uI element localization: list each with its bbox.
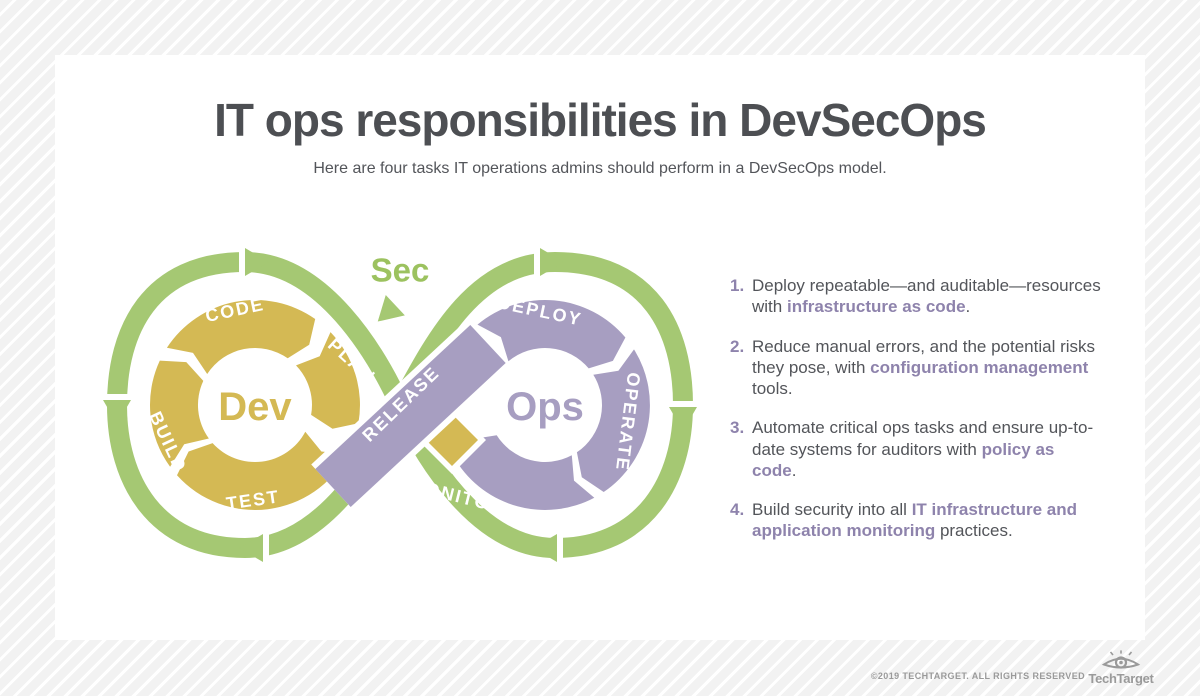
footer: ©2019 TECHTARGET. ALL RIGHTS RESERVED Te… <box>870 646 1154 686</box>
task-item: 3. Automate critical ops tasks and ensure… <box>730 417 1102 481</box>
flow-arrow-icon <box>101 394 133 424</box>
task-number: 3. <box>730 418 745 438</box>
task-text-run: . <box>791 460 797 480</box>
content-card: IT ops responsibilities in DevSecOps Her… <box>55 55 1145 640</box>
task-text: Reduce manual errors, and the potential … <box>752 336 1102 400</box>
task-item: 1. Deploy repeatable—and auditable—resour… <box>730 275 1102 318</box>
release-segment <box>315 324 506 508</box>
segment-code <box>166 299 316 374</box>
flow-arrow-icon <box>667 401 699 431</box>
task-text-run: practices. <box>935 521 1013 541</box>
task-text-run: tools. <box>752 379 793 398</box>
task-list: 1. Deploy repeatable—and auditable—resour… <box>730 275 1102 560</box>
techtarget-wordmark: TechTarget <box>1088 671 1154 686</box>
techtarget-logo: TechTarget <box>1088 650 1154 686</box>
highlight-term: policy as code <box>752 439 1055 480</box>
highlight-term: configuration management <box>870 357 1089 377</box>
segment-plan <box>296 332 360 429</box>
copyright-text: ©2019 TECHTARGET. ALL RIGHTS RESERVED <box>870 671 1085 681</box>
task-number: 1. <box>730 276 745 295</box>
flow-arrow-icon <box>239 532 269 564</box>
segment-test <box>177 431 348 511</box>
eye-icon <box>1101 650 1141 669</box>
ops-label: Ops <box>506 385 584 429</box>
segment-monitor <box>456 435 595 510</box>
task-item: 4. Build security into all IT infrastruct… <box>730 499 1102 542</box>
segment-deploy <box>477 300 626 369</box>
task-text-run: Reduce manual errors, and the potential … <box>752 336 1096 377</box>
highlight-term: infrastructure as code <box>786 297 966 317</box>
task-text-run: Build security into all <box>752 500 912 519</box>
flow-arrow-icon <box>377 289 411 322</box>
flow-arrow-icon <box>534 246 564 278</box>
flow-arrow-icon <box>239 246 269 278</box>
flow-arrow-icon <box>533 532 563 564</box>
task-text-run: . <box>965 297 971 317</box>
task-number: 2. <box>730 336 745 356</box>
page-subtitle: Here are four tasks IT operations admins… <box>313 160 887 177</box>
task-item: 2. Reduce manual errors, and the potentia… <box>730 336 1102 400</box>
page-title: IT ops responsibilities in DevSecOps <box>214 94 987 146</box>
dev-label: Dev <box>218 385 292 429</box>
task-text: Build security into all IT infrastructur… <box>752 499 1102 542</box>
sec-label: Sec <box>371 252 430 289</box>
task-text-run: Automate critical ops tasks and ensure u… <box>752 418 1094 459</box>
task-text-run: Deploy repeatable—and auditable—resource… <box>752 276 1101 317</box>
highlight-term: IT infrastructure and application monito… <box>752 500 1077 541</box>
task-text: Deploy repeatable—and auditable—resource… <box>752 275 1102 318</box>
segment-operate <box>576 349 650 492</box>
sec-loop-arrows <box>101 246 699 564</box>
task-number: 4. <box>730 500 745 519</box>
segment-build <box>149 360 209 467</box>
task-text: Automate critical ops tasks and ensure u… <box>752 417 1102 481</box>
